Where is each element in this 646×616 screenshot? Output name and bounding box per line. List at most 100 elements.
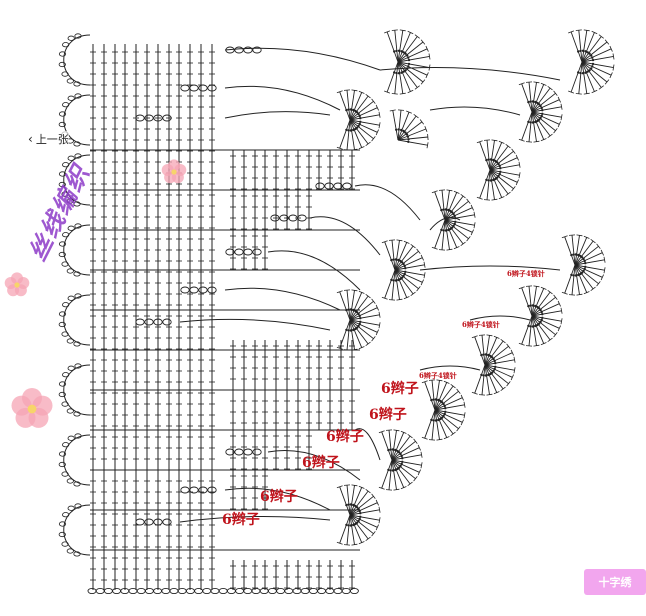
fan-dot — [432, 419, 435, 422]
fan-dot — [579, 272, 582, 276]
chain-oval — [279, 214, 289, 222]
fan-tick — [463, 412, 466, 419]
fan-dot — [354, 327, 357, 331]
shell-fan — [381, 269, 426, 301]
fan-dot — [529, 100, 532, 103]
fan-tick — [424, 126, 428, 132]
chain-oval — [66, 78, 74, 84]
chain-oval — [243, 46, 253, 54]
chain-oval — [333, 587, 343, 595]
chain-oval — [153, 318, 163, 326]
fan-tick — [456, 388, 461, 394]
fan-stitch — [574, 264, 603, 278]
fan-dot — [396, 467, 399, 471]
fan-dot — [400, 276, 404, 279]
shell-fan — [431, 219, 476, 251]
fan-stitch — [391, 430, 397, 461]
fan-tick — [596, 281, 601, 287]
fan-tick — [525, 345, 533, 347]
fan-stitch — [434, 390, 459, 411]
fan-tick — [378, 506, 381, 513]
chain-oval — [67, 225, 75, 231]
chain-oval — [62, 102, 70, 108]
fan-stitch — [531, 111, 545, 140]
fan-stitch — [434, 409, 454, 435]
fan-tick — [505, 191, 511, 197]
fan-dot — [590, 54, 593, 57]
fan-stitch — [434, 409, 459, 430]
fan-stitch — [489, 145, 509, 171]
chain-oval — [73, 271, 81, 277]
fan-tick — [518, 82, 525, 86]
chain-oval — [225, 248, 235, 256]
chain-oval — [252, 46, 262, 54]
fan-tick — [560, 114, 563, 121]
fan-tick — [450, 383, 456, 389]
fan-dot — [579, 49, 582, 53]
chain-oval — [73, 201, 81, 207]
fan-tick — [518, 138, 525, 142]
fan-dot — [536, 101, 539, 105]
fan-stitch — [349, 290, 355, 321]
fan-stitch — [531, 310, 562, 317]
fan-tick — [483, 199, 491, 201]
fan-dot — [407, 56, 410, 59]
chain-oval — [153, 114, 163, 122]
fan-dot — [484, 353, 488, 356]
fan-dot — [444, 208, 448, 211]
chain-oval — [66, 198, 74, 204]
fan-stitch — [484, 364, 515, 371]
annotation-6-chain-4-ch: 6辫子4锁针 — [419, 371, 457, 380]
fan-dot — [531, 325, 535, 328]
fan-stitch — [531, 92, 556, 113]
fan-dot — [358, 322, 361, 326]
fan-stitch — [574, 237, 588, 266]
fan-stitch — [531, 106, 562, 113]
fan-dot — [536, 323, 539, 327]
chain-oval — [180, 486, 190, 494]
fan-dot — [447, 228, 450, 232]
fan-tick — [420, 451, 423, 458]
fan-tick — [560, 103, 563, 110]
prev-image-link[interactable]: ‹上一张 — [28, 131, 69, 147]
fan-tick — [609, 45, 613, 52]
fan-stitch — [397, 110, 402, 141]
fan-tick — [393, 429, 400, 432]
fan-stitch — [578, 30, 583, 63]
fan-tick — [518, 172, 521, 179]
shell-fan — [384, 29, 431, 63]
fan-tick — [568, 294, 576, 296]
fan-stitch — [531, 111, 556, 132]
fan-tick — [470, 204, 474, 211]
fan-stitch — [397, 128, 427, 141]
fan-dot — [400, 71, 403, 74]
fan-stitch — [349, 514, 363, 543]
fan-dot — [541, 112, 544, 116]
fan-dot — [591, 62, 595, 66]
fan-tick — [568, 234, 576, 236]
fan-dot — [357, 519, 360, 523]
shell-fan — [561, 264, 606, 296]
fan-tick — [493, 391, 500, 395]
fan-dot — [497, 162, 500, 166]
fan-tick — [575, 29, 582, 31]
fan-tick — [446, 189, 453, 192]
fan-tick — [416, 248, 421, 254]
fan-tick — [561, 235, 568, 239]
fan-tick — [498, 140, 505, 144]
chain-oval — [66, 478, 74, 484]
fan-dot — [539, 116, 542, 120]
fan-stitch — [349, 95, 369, 121]
fan-dot — [443, 404, 446, 408]
fan-stitch — [386, 61, 399, 93]
shell-fan — [336, 89, 381, 121]
fan-stitch — [570, 61, 583, 93]
fan-dot — [577, 273, 580, 277]
fan-tick — [491, 139, 498, 142]
fan-tick — [400, 430, 407, 434]
chain-oval — [270, 214, 280, 222]
fan-tick — [553, 128, 558, 134]
chain-oval — [180, 84, 190, 92]
chain-oval — [61, 401, 69, 407]
